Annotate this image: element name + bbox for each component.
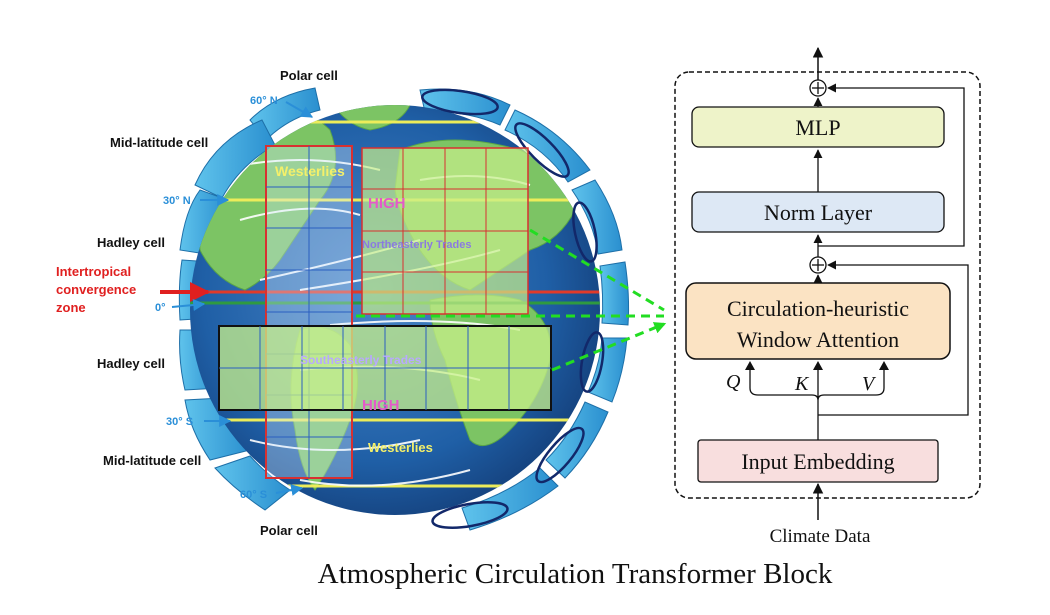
polar-cell-bottom-label: Polar cell [260,523,318,538]
lat-eq-arrow [171,299,206,311]
northeast-window-grid [361,147,529,315]
connector-horizontal-window [551,322,667,372]
lat-60s-arrow [275,484,304,496]
block-dashed-border [674,71,981,499]
input-embedding-label: Input Embedding [741,449,894,474]
connector-northeast-window [529,228,665,312]
figure-caption: Atmospheric Circulation Transformer Bloc… [318,558,833,590]
itcz-label: Intertropical convergence zone [56,264,210,315]
window-to-attention-connectors [356,228,667,372]
ne-trades-label: Northeasterly Trades [362,239,471,251]
lat-60s-label: 60° S [240,489,267,501]
norm-layer-label: Norm Layer [764,200,873,225]
polar-cell-top-label: Polar cell [280,68,338,83]
itcz-line-1: Intertropical [56,264,131,279]
westerlies-top-label: Westerlies [275,163,345,179]
qkv-branches [749,364,885,440]
se-trades-label: Southeasterly Trades [300,353,422,367]
q-label: Q [726,371,741,393]
high-bottom-label: HIGH [362,397,400,414]
hadley-cell-bottom-label: Hadley cell [97,356,165,371]
k-label: K [794,373,810,395]
lat-eq-label: 0° [155,302,166,314]
cell-circulation-loops [421,88,605,529]
attention-label-line1: Circulation-heuristic [727,296,909,321]
attention-label-line2: Window Attention [737,327,899,352]
westerlies-bottom-label: Westerlies [368,440,433,455]
norm-layer-box [691,191,945,233]
lat-30s-label: 30° S [166,416,193,428]
itcz-line-3: zone [56,300,86,315]
attention-box [685,282,951,360]
add-node-top [809,79,827,97]
itcz-line-2: convergence [56,282,136,297]
climate-data-label: Climate Data [770,526,871,547]
mid-latitude-cell-bottom-label: Mid-latitude cell [103,453,201,468]
lat-60n-label: 60° N [250,95,278,107]
globe-illustration: Westerlies HIGH Northeasterly Trades Sou… [178,87,630,531]
mid-latitude-cell-top-label: Mid-latitude cell [110,135,208,150]
residual-line-lower [818,260,969,416]
mlp-box [691,106,945,148]
hadley-cell-top-label: Hadley cell [97,235,165,250]
v-label: V [862,373,877,395]
lat-30n-label: 30° N [163,195,191,207]
latitude-labels: 60° N 30° N 0° 30° S 60° S [155,95,314,501]
mlp-label: MLP [795,115,840,140]
high-top-label: HIGH [368,195,406,212]
lat-60n-arrow [285,101,314,118]
transformer-block: MLP Norm Layer Circulation-heuristic Win… [674,46,981,547]
residual-line-upper [818,83,965,247]
input-embedding-box [697,439,939,483]
vertical-window-grid [265,145,353,479]
add-node-middle [809,256,827,274]
horizontal-window-grid [218,325,552,411]
